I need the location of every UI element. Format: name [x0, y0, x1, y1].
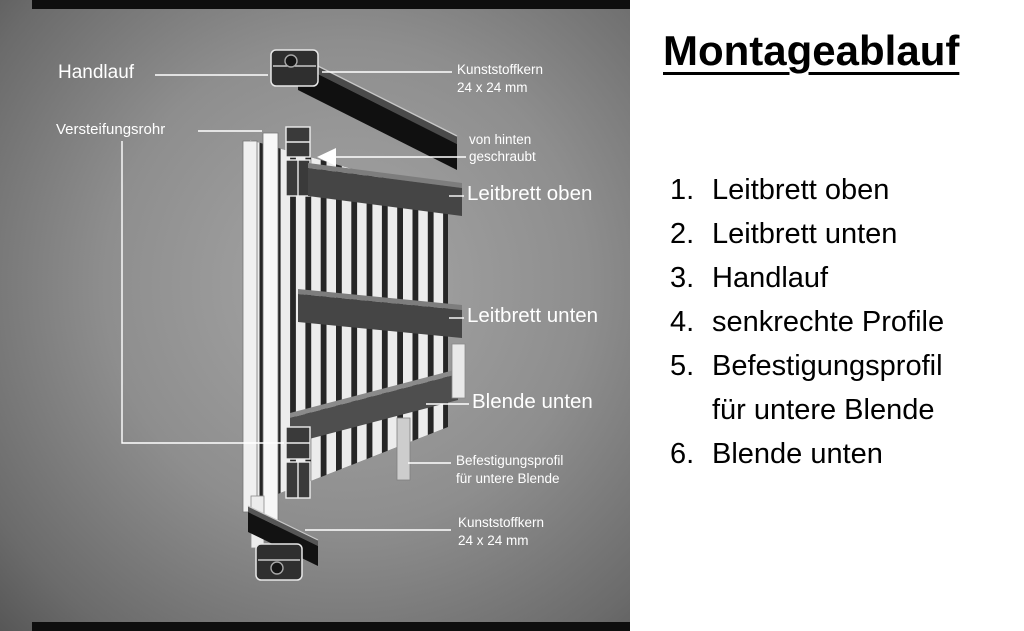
steps-panel: Montageablauf 1. Leitbrett oben 2. Leitb…: [630, 0, 1024, 631]
diagram-panel: Handlauf Versteifungsrohr Kunststoffkern…: [0, 0, 630, 631]
label-line: für untere Blende: [456, 471, 560, 486]
step-number: 2.: [670, 218, 695, 250]
label-versteifungsrohr: Versteifungsrohr: [56, 121, 166, 138]
leader-lines: [121, 71, 469, 531]
bottom-profile-cap: [255, 543, 303, 581]
handrail-profile-cap: [270, 49, 319, 87]
photo-top-band: [32, 0, 630, 9]
label-kunststoffkern-bottom: Kunststoffkern 24 x 24 mm: [458, 514, 544, 550]
blende-unten-board: [290, 369, 458, 444]
profile-cross-section-lower: [285, 426, 311, 499]
mounting-profile-piece: [396, 417, 411, 481]
step-number: 6.: [670, 438, 695, 470]
leader-versteifungsrohr-bottom: [121, 141, 284, 444]
label-line: Kunststoffkern: [458, 515, 545, 530]
list-item: 3. Handlauf: [670, 256, 984, 300]
list-item: 4. senkrechte Profile: [670, 300, 984, 344]
list-item: 6. Blende unten: [670, 432, 984, 476]
label-line: 24 x 24 mm: [458, 533, 529, 548]
list-item: 5. Befestigungsprofil für untere Blende: [670, 344, 984, 432]
step-number: 4.: [670, 306, 695, 338]
assembly-steps-list: 1. Leitbrett oben 2. Leitbrett unten 3. …: [670, 168, 984, 476]
step-text: Blende unten: [712, 438, 883, 470]
stiffening-tube: [242, 140, 258, 513]
label-line: Kunststoffkern: [457, 62, 544, 77]
step-number: 1.: [670, 174, 695, 206]
label-befestigungsprofil: Befestigungsprofil für untere Blende: [456, 452, 563, 488]
label-handlauf: Handlauf: [58, 62, 135, 83]
step-text: senkrechte Profile: [712, 306, 945, 338]
screw-head-icon: [284, 54, 298, 68]
leitbrett-unten-board: [298, 289, 462, 338]
page-title: Montageablauf: [663, 27, 960, 74]
label-leitbrett-unten: Leitbrett unten: [467, 304, 599, 327]
step-text: Handlauf: [712, 262, 829, 294]
label-leitbrett-oben: Leitbrett oben: [467, 182, 593, 205]
step-number: 5.: [670, 350, 695, 382]
list-item: 1. Leitbrett oben: [670, 168, 984, 212]
label-line: von hinten: [469, 132, 532, 147]
exploded-diagram: [0, 0, 630, 631]
label-line: Befestigungsprofil: [456, 453, 564, 468]
label-von-hinten-geschraubt: von hinten geschraubt: [469, 131, 536, 165]
handrail-bar: [297, 55, 458, 170]
profile-cross-section-upper: [285, 126, 311, 197]
label-blende-unten: Blende unten: [472, 390, 593, 413]
screw-head-icon: [270, 561, 284, 575]
step-text: Befestigungsprofil für untere Blende: [712, 350, 943, 426]
step-text: Leitbrett oben: [712, 174, 890, 206]
photo-bottom-band: [32, 622, 630, 631]
step-number: 3.: [670, 262, 695, 294]
step-text: Leitbrett unten: [712, 218, 898, 250]
edge-profile: [262, 132, 279, 527]
label-line: 24 x 24 mm: [457, 80, 528, 95]
label-line: geschraubt: [469, 149, 536, 164]
label-kunststoffkern-top: Kunststoffkern 24 x 24 mm: [457, 61, 543, 97]
leitbrett-oben-board: [308, 163, 462, 216]
list-item: 2. Leitbrett unten: [670, 212, 984, 256]
loose-slat-white: [451, 343, 466, 399]
screw-direction-arrow-icon: [317, 148, 336, 166]
